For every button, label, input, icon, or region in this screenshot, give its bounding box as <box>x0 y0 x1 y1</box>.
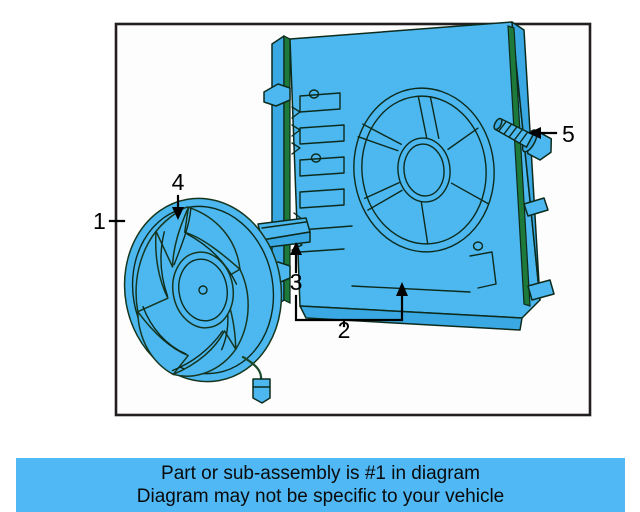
shroud-fan-opening <box>353 87 495 253</box>
shroud-hole-lower <box>310 153 322 163</box>
spoke-lower-right <box>450 182 489 205</box>
fan-blade-line-1 <box>186 233 238 285</box>
callout-label-3: 3 <box>290 269 303 295</box>
bolt-thread-4 <box>513 129 523 141</box>
banner-line-2: Diagram may not be specific to your vehi… <box>136 486 505 507</box>
spoke-upper-left <box>357 135 399 152</box>
callout-2-leader <box>294 282 408 328</box>
shroud-left-edge <box>283 35 291 304</box>
spoke-lower-left-b <box>363 181 400 200</box>
callout-2-bracket <box>294 290 404 322</box>
shroud-clip-3 <box>291 142 301 155</box>
bolt-tip <box>493 117 503 131</box>
fan-blade-line-4 <box>142 305 187 355</box>
shroud-rib-2 <box>299 248 345 253</box>
trim-clip-detail <box>261 221 307 229</box>
bolt-thread-2 <box>503 123 513 135</box>
fan-blade-6 <box>155 206 190 268</box>
mounting-bolt-part <box>493 117 553 161</box>
fan-blade-line-6 <box>173 208 192 266</box>
shroud-lower-bracket <box>469 251 497 289</box>
callout-5-leader <box>528 127 558 139</box>
shroud-slot-2 <box>299 124 345 145</box>
fan-hub-outer <box>171 251 235 329</box>
spoke-upper-left-b <box>362 123 402 145</box>
fan-blade-line-3 <box>171 330 224 372</box>
info-banner: Part or sub-assembly is #1 in diagram Di… <box>16 458 625 512</box>
shroud-tab-right-mid <box>523 197 549 217</box>
shroud-right-edge <box>507 25 531 307</box>
fan-ring-inner <box>361 95 487 245</box>
banner-line-1: Part or sub-assembly is #1 in diagram <box>161 463 480 484</box>
callout-4-leader <box>172 194 184 220</box>
bolt-thread-5 <box>518 131 529 145</box>
shroud-clip-1 <box>291 106 301 119</box>
shroud-slot-3 <box>299 156 345 177</box>
fan-hub-center-hole <box>198 285 208 295</box>
bolt-thread-1 <box>497 120 507 132</box>
callout-label-5: 5 <box>562 121 575 147</box>
spoke-lower-left <box>367 189 403 211</box>
fan-shroud-part <box>263 21 555 331</box>
shroud-slot-1 <box>299 92 341 113</box>
fan-hub-inner <box>178 258 228 322</box>
callout-label-2: 2 <box>338 317 351 343</box>
shroud-body <box>289 21 541 319</box>
fan-connector <box>252 378 271 404</box>
shroud-clip-2 <box>291 124 301 137</box>
callout-2-arrowhead <box>396 282 408 296</box>
bolt-thread-3 <box>508 126 518 138</box>
spoke-top <box>417 95 428 139</box>
callout-5-arrowhead <box>528 127 541 139</box>
callout-3-arrowhead <box>290 242 302 255</box>
callout-label-1: 1 <box>93 208 106 234</box>
callout-label-4: 4 <box>172 169 185 195</box>
spoke-bottom <box>420 201 429 245</box>
shroud-tab-upper-left <box>263 83 291 107</box>
shroud-right-flange <box>511 21 541 301</box>
shroud-hole-right <box>472 241 484 251</box>
shroud-tab-right-lower <box>527 279 555 301</box>
shroud-lower-rib <box>351 285 471 293</box>
shroud-hole-upper <box>308 89 320 99</box>
callout-3-leader <box>290 242 302 274</box>
fan-ring-outer <box>353 87 495 253</box>
shroud-slot-4 <box>299 188 345 209</box>
callout-4-arrowhead <box>172 207 184 220</box>
spoke-top-b <box>429 96 440 139</box>
shroud-bottom-apron <box>299 305 523 331</box>
spoke-upper-right <box>447 127 479 151</box>
motor-hub-inner <box>403 143 445 197</box>
fan-blade-line-5 <box>160 231 169 297</box>
motor-hub-outer <box>397 137 451 203</box>
fan-blade-part <box>123 197 283 404</box>
